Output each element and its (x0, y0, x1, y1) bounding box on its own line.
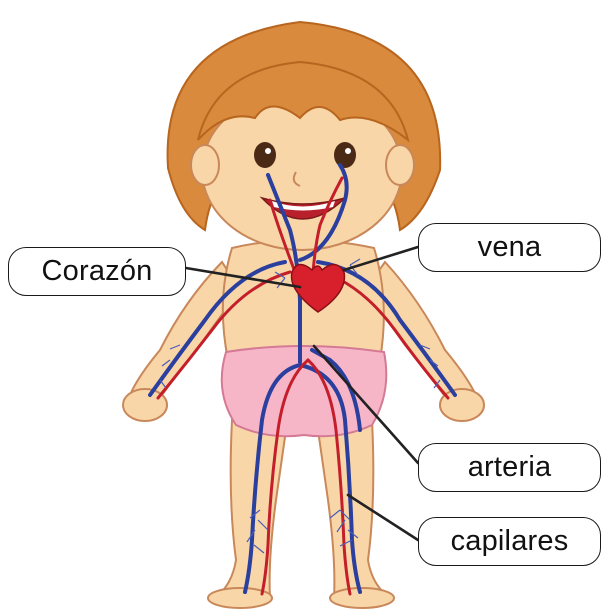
right-ear (386, 145, 414, 185)
label-vena: vena (418, 223, 601, 272)
label-corazon: Corazón (8, 247, 186, 296)
right-leg (318, 420, 390, 602)
right-hand (440, 389, 484, 421)
diaper (222, 346, 387, 436)
right-foot (330, 588, 394, 608)
label-arteria: arteria (418, 443, 601, 492)
left-ear (191, 145, 219, 185)
label-capilares: capilares (418, 517, 601, 566)
left-eye (254, 142, 276, 168)
right-eye (334, 142, 356, 168)
